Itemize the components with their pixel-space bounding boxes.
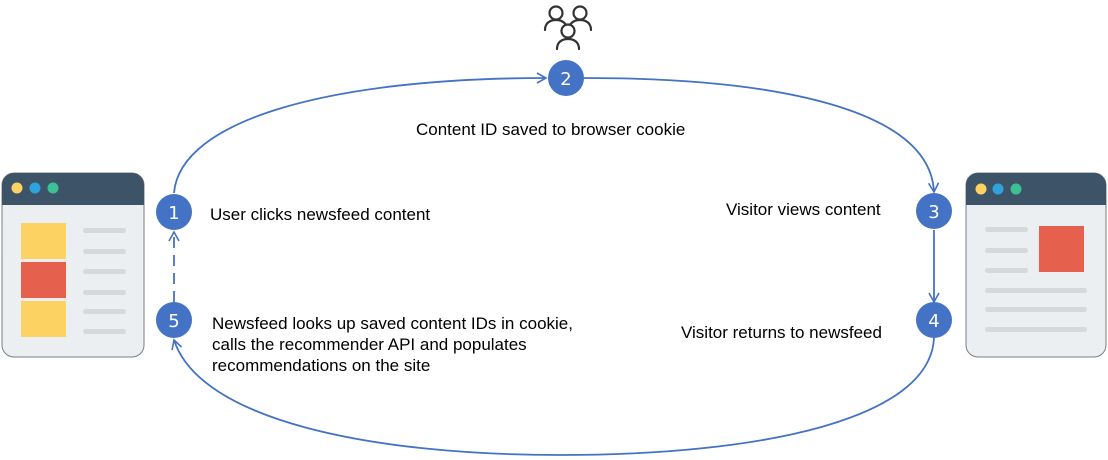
step-1-label: User clicks newsfeed content bbox=[210, 205, 431, 224]
window-dot-blue bbox=[992, 183, 1004, 195]
content-block-yellow bbox=[21, 223, 66, 259]
step-3-number: 3 bbox=[928, 202, 939, 223]
content-block-red bbox=[21, 262, 66, 298]
arrow-4-to-5 bbox=[171, 337, 935, 456]
arrow-2-to-3 bbox=[583, 77, 940, 194]
content-page-browser-window-icon bbox=[965, 172, 1107, 358]
content-block-yellow bbox=[21, 301, 66, 337]
window-dot-green bbox=[47, 182, 59, 194]
window-dot-yellow bbox=[975, 183, 987, 195]
step-1-badge: 1 bbox=[156, 194, 192, 230]
step-4-badge: 4 bbox=[916, 302, 952, 338]
window-dot-blue bbox=[29, 182, 41, 194]
step-2-badge: 2 bbox=[548, 60, 584, 96]
window-dot-green bbox=[1010, 183, 1022, 195]
step-3-badge: 3 bbox=[916, 193, 952, 229]
step-4-number: 4 bbox=[928, 311, 939, 332]
step-5-label-line-1: Newsfeed looks up saved content IDs in c… bbox=[212, 314, 573, 333]
step-5-label-line-3: recommendations on the site bbox=[212, 356, 431, 375]
step-5-label-line-2: calls the recommender API and populates bbox=[212, 335, 527, 354]
step-3-label: Visitor views content bbox=[726, 200, 881, 219]
step-5-number: 5 bbox=[168, 311, 179, 332]
content-image-block bbox=[1039, 226, 1084, 272]
newsfeed-browser-window-icon bbox=[1, 172, 145, 358]
step-2-label: Content ID saved to browser cookie bbox=[416, 120, 686, 139]
users-group-icon bbox=[543, 5, 593, 51]
window-dot-yellow bbox=[11, 182, 23, 194]
step-2-number: 2 bbox=[560, 69, 571, 90]
step-4-label: Visitor returns to newsfeed bbox=[681, 323, 882, 342]
step-1-number: 1 bbox=[168, 203, 179, 224]
step-5-label: Newsfeed looks up saved content IDs in c… bbox=[212, 313, 573, 376]
step-5-badge: 5 bbox=[156, 302, 192, 338]
arrow-1-to-2 bbox=[173, 72, 548, 194]
